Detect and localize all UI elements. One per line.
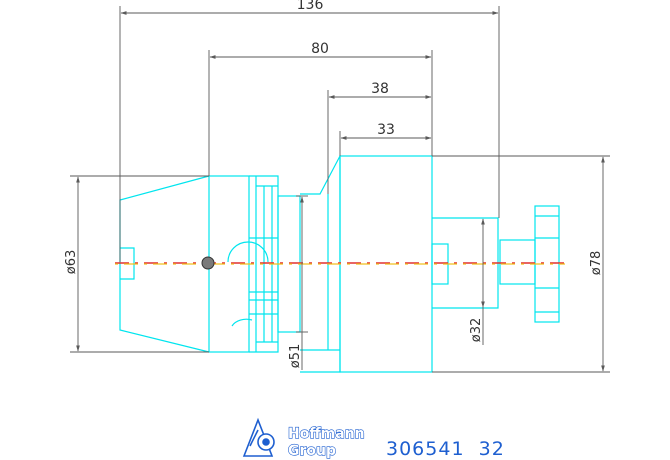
drive-slot-top <box>120 247 135 264</box>
gauge-point <box>201 256 215 270</box>
dim-label-136: 136 <box>297 0 324 13</box>
logo-line1: Hoffmann <box>288 426 365 442</box>
centerline <box>115 256 565 270</box>
dimension-lines <box>70 6 610 373</box>
dim-label-80: 80 <box>311 41 329 57</box>
dim-label-32: ø32 <box>469 318 484 343</box>
screw-shaft <box>499 239 536 285</box>
orientation-notch <box>227 241 269 263</box>
dim-label-78: ø78 <box>589 251 604 276</box>
dim-label-33: 33 <box>377 122 395 138</box>
logo-line2: Group <box>288 443 336 459</box>
dim-label-63: ø63 <box>64 250 79 275</box>
dim-label-51: ø51 <box>288 344 303 369</box>
dim-label-38: 38 <box>371 81 389 97</box>
part-number: 306541 32 <box>386 438 505 460</box>
logo-icon <box>242 417 275 457</box>
hoffmann-logo: Hoffmann Group <box>242 417 365 460</box>
drive-slot-bottom <box>120 264 135 280</box>
taper-shank <box>119 175 210 353</box>
